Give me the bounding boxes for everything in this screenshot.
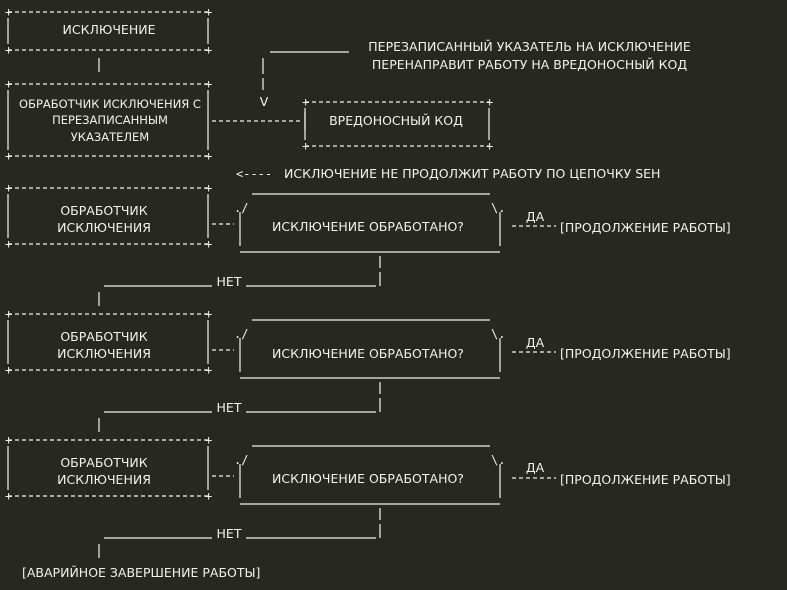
stage2-question-slash-left: ./ xyxy=(234,327,248,341)
stage2-handler-line2: ИСКЛЮЧЕНИЯ xyxy=(57,346,151,361)
stage3-handler-line1: ОБРАБОТЧИК xyxy=(60,455,148,470)
stage3-handler-box-corner-tr: + xyxy=(205,433,212,447)
stage2-handler-box-corner-tr: + xyxy=(205,307,212,321)
malicious-code-box-label: ВРЕДОНОСНЫЙ КОД xyxy=(329,113,463,128)
pointer-note-line1: ПЕРЕЗАПИСАННЫЙ УКАЗАТЕЛЬ НА ИСКЛЮЧЕНИЕ xyxy=(368,39,691,54)
malicious-code-box-corner-bl: + xyxy=(302,139,309,153)
stage2-question-slash-right: \. xyxy=(491,327,505,341)
overwritten-handler-line2: ПЕРЕЗАПИСАННЫМ xyxy=(52,113,168,127)
stage1-handler-box-corner-tr: + xyxy=(205,181,212,195)
stage1-question: ИСКЛЮЧЕНИЕ ОБРАБОТАНО? xyxy=(272,219,464,234)
pointer-note-line2: ПЕРЕНАПРАВИТ РАБОТУ НА ВРЕДОНОСНЫЙ КОД xyxy=(371,57,688,72)
stage2-handler-box-corner-br: + xyxy=(205,363,212,377)
malicious-code-box-corner-tr: + xyxy=(486,95,493,109)
overwritten-handler-box-corner-tl: + xyxy=(5,77,12,91)
malicious-code-box-corner-tl: + xyxy=(302,95,309,109)
overwritten-handler-box-corner-tr: + xyxy=(205,77,212,91)
diagram-lines: + + + + + + + + + + + + + + + + ./ \. + + + + ./ \. + + + + ./ \. xyxy=(5,5,556,558)
seh-note-arrow: <---- xyxy=(236,167,273,181)
malicious-code-box-corner-br: + xyxy=(486,139,493,153)
seh-note: ИСКЛЮЧЕНИЕ НЕ ПРОДОЛЖИТ РАБОТУ ПО ЦЕПОЧК… xyxy=(284,166,661,181)
stage3-yes-label: ДА xyxy=(525,460,545,475)
exception-box-label: ИСКЛЮЧЕНИЕ xyxy=(62,22,156,37)
stage1-no-label: НЕТ xyxy=(216,274,242,289)
exception-box-corner-br: + xyxy=(205,43,212,57)
stage2-handler-box-corner-tl: + xyxy=(5,307,12,321)
stage2-question: ИСКЛЮЧЕНИЕ ОБРАБОТАНО? xyxy=(272,346,464,361)
stage3-question-slash-right: \. xyxy=(491,453,505,467)
stage1-handler-line1: ОБРАБОТЧИК xyxy=(60,203,148,218)
stage3-handler-line2: ИСКЛЮЧЕНИЯ xyxy=(57,472,151,487)
stage3-question: ИСКЛЮЧЕНИЕ ОБРАБОТАНО? xyxy=(272,471,464,486)
stage2-yes-label: ДА xyxy=(525,335,545,350)
stage1-yes-label: ДА xyxy=(525,209,545,224)
stage2-handler-box-corner-bl: + xyxy=(5,363,12,377)
exception-box-corner-tr: + xyxy=(205,5,212,19)
stage2-handler-line1: ОБРАБОТЧИК xyxy=(60,329,148,344)
stage1-handler-box-corner-br: + xyxy=(205,237,212,251)
stage3-continue: [ПРОДОЛЖЕНИЕ РАБОТЫ] xyxy=(560,472,731,487)
stage1-handler-line2: ИСКЛЮЧЕНИЯ xyxy=(57,220,151,235)
stage3-handler-box-corner-bl: + xyxy=(5,489,12,503)
stage3-handler-box-corner-tl: + xyxy=(5,433,12,447)
stage2-no-label: НЕТ xyxy=(216,400,242,415)
crash-termination-label: [АВАРИЙНОЕ ЗАВЕРШЕНИЕ РАБОТЫ] xyxy=(22,565,261,580)
stage3-no-label: НЕТ xyxy=(216,526,242,541)
overwritten-handler-line3: УКАЗАТЕЛЕМ xyxy=(70,130,150,144)
stage1-continue: [ПРОДОЛЖЕНИЕ РАБОТЫ] xyxy=(560,220,731,235)
stage2-continue: [ПРОДОЛЖЕНИЕ РАБОТЫ] xyxy=(560,346,731,361)
stage1-question-slash-left: ./ xyxy=(234,201,248,215)
exception-box-corner-tl: + xyxy=(5,5,12,19)
arrow-head-v: V xyxy=(259,94,269,109)
stage1-handler-box-corner-bl: + xyxy=(5,237,12,251)
overwritten-handler-box-corner-bl: + xyxy=(5,149,12,163)
stage1-handler-box-corner-tl: + xyxy=(5,181,12,195)
stage3-question-slash-left: ./ xyxy=(234,453,248,467)
stage1-question-slash-right: \. xyxy=(491,201,505,215)
exception-box-corner-bl: + xyxy=(5,43,12,57)
overwritten-handler-line1: ОБРАБОТЧИК ИСКЛЮЧЕНИЯ С xyxy=(19,97,201,111)
overwritten-handler-box-corner-br: + xyxy=(205,149,212,163)
stage3-handler-box-corner-br: + xyxy=(205,489,212,503)
